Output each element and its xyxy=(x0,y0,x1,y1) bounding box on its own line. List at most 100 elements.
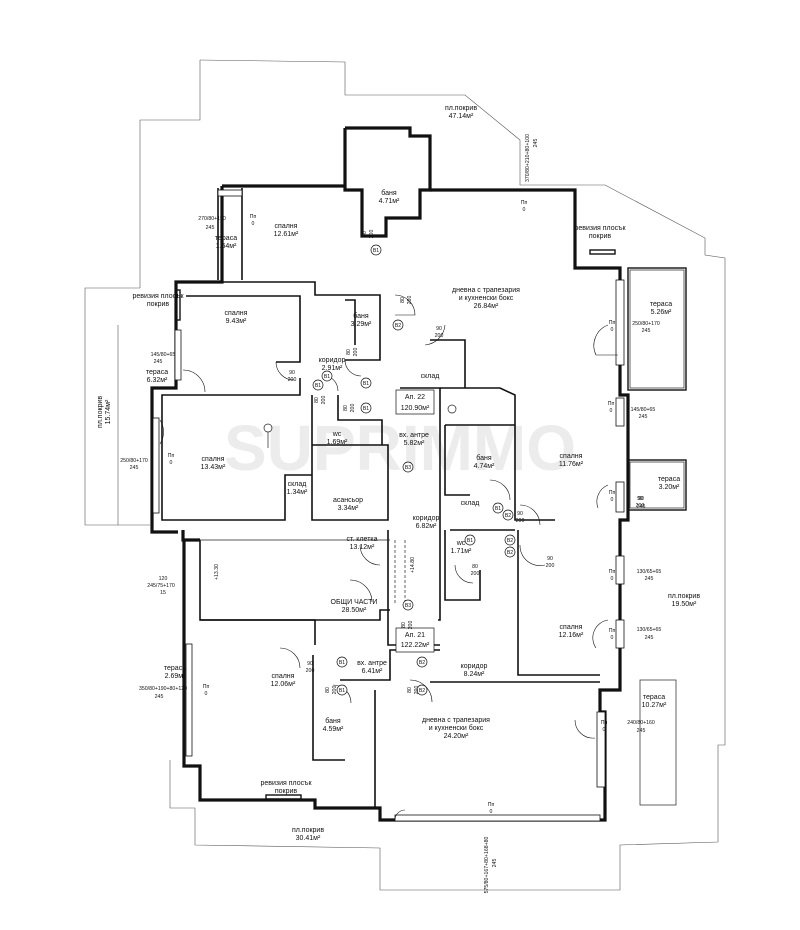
room-area: 6.41м² xyxy=(362,668,383,675)
dimension-label: 130/65+65 xyxy=(637,627,662,633)
dimension-label: 350/80+190+80+120 xyxy=(139,686,187,692)
dimension-label: 250/80+170 xyxy=(632,321,660,327)
door-height: 200 xyxy=(332,686,338,695)
apartment-tag-22: Ап. 22 120.90м² xyxy=(395,389,435,415)
door-b1-d: B1 xyxy=(363,381,369,387)
door-height: 200 xyxy=(636,503,645,509)
door-width: 80 xyxy=(343,405,349,411)
door-width: 90 xyxy=(547,556,553,562)
room-area: 10.27м² xyxy=(642,702,667,709)
dimension-labels: 270/80+190245145/80+65245250/80+17024514… xyxy=(120,134,661,894)
room-name: дневна с трапезария xyxy=(452,287,520,294)
dimension-label: 245 xyxy=(637,504,646,510)
dimension-label: 245 xyxy=(154,359,163,365)
dimension-label: 130/65+65 xyxy=(637,569,662,575)
door-b3-b: B3 xyxy=(405,603,411,609)
stair-lines xyxy=(263,404,457,605)
room-name: баня xyxy=(353,312,369,320)
door-width: 90 xyxy=(637,496,643,502)
room-name: спалня xyxy=(202,456,225,463)
sill-mark: Пп xyxy=(609,490,616,496)
apartment-tag-21-name: Ап. 21 xyxy=(405,632,425,639)
room-name: тераса xyxy=(146,369,168,376)
door-width: 80 xyxy=(346,349,352,355)
door-b2-a: B2 xyxy=(395,323,401,329)
room-storage-mid: склад xyxy=(461,500,480,507)
door-b1-f: B1 xyxy=(495,506,501,512)
door-height: 200 xyxy=(471,571,480,577)
door-width: 90 xyxy=(307,661,313,667)
room-area: 4.59м² xyxy=(323,726,344,733)
room-name: и кухненски бокс xyxy=(429,724,484,732)
door-b2-c: B2 xyxy=(507,538,513,544)
dimension-label: +14.80 xyxy=(410,557,416,573)
room-name: wc xyxy=(332,431,342,438)
door-width: 80 xyxy=(401,622,407,628)
door-height: 200 xyxy=(516,518,525,524)
door-b1-i: B1 xyxy=(339,688,345,694)
room-name: ревизия плосък xyxy=(260,780,312,787)
room-area: 5.82м² xyxy=(404,440,425,447)
room-name: ревизия плосък xyxy=(574,225,626,232)
dimension-label: 245 xyxy=(492,859,498,868)
dimension-label: 15 xyxy=(160,590,166,596)
door-b1-h: B1 xyxy=(339,660,345,666)
room-area: 3.20м² xyxy=(659,484,680,491)
dimension-label: 245 xyxy=(642,328,651,334)
door-width: 80 xyxy=(325,687,331,693)
dimension-label: 245 xyxy=(645,576,654,582)
door-height: 200 xyxy=(435,333,444,339)
dimension-label: 240/80+160 xyxy=(627,720,655,726)
door-b2-e: B2 xyxy=(419,660,425,666)
room-name: тераса xyxy=(215,235,237,242)
door-width: 80 xyxy=(314,397,320,403)
room-area: 15.74м² xyxy=(105,399,112,424)
room-area: 11.76м² xyxy=(559,461,584,468)
room-wc-169: wc1.69м² xyxy=(327,431,348,446)
revision-hatches xyxy=(175,249,616,800)
room-name: баня xyxy=(381,189,397,197)
sill-height: 0 xyxy=(611,635,614,641)
dimension-label: 245 xyxy=(639,414,648,420)
dimension-label: 245 xyxy=(130,465,139,471)
room-area: 3.29м² xyxy=(351,321,372,328)
room-area: 9.43м² xyxy=(226,318,247,325)
room-name: спалня xyxy=(225,310,248,317)
dimension-label: 145/80+65 xyxy=(631,407,656,413)
room-area: 1.64м² xyxy=(216,243,237,250)
dimension-label: 90 xyxy=(638,496,644,502)
door-type-bubbles: B1 B2 B1 B1 B1 B1 B3 B1 B2 B2 B1 B2 B3 B… xyxy=(312,244,516,696)
room-area: 24.20м² xyxy=(444,733,469,740)
door-height: 200 xyxy=(306,668,315,674)
sill-height: 0 xyxy=(252,221,255,227)
room-name: склад xyxy=(288,481,307,488)
dimension-label: 245 xyxy=(206,225,215,231)
room-name: дневна с трапезария xyxy=(422,717,490,724)
room-name: тераса xyxy=(164,665,186,672)
door-width: 90 xyxy=(517,511,523,517)
interior-walls xyxy=(161,281,600,808)
door-height: 200 xyxy=(321,396,327,405)
room-name: склад xyxy=(461,500,480,507)
watermark: SUPRIMMO xyxy=(224,412,576,484)
door-width: 80 xyxy=(362,231,368,237)
room-area: 5.26м² xyxy=(651,309,672,316)
room-name: коридор xyxy=(413,515,440,522)
room-area: 6.82м² xyxy=(416,523,437,530)
door-height: 200 xyxy=(353,348,359,357)
room-area: 4.74м² xyxy=(474,463,495,470)
sill-mark: Пп xyxy=(250,214,257,220)
sill-mark: Пп xyxy=(488,802,495,808)
room-name: пл.покрив xyxy=(445,105,477,112)
room-name: вх. антре xyxy=(357,660,387,667)
door-b1-g: B1 xyxy=(467,538,473,544)
